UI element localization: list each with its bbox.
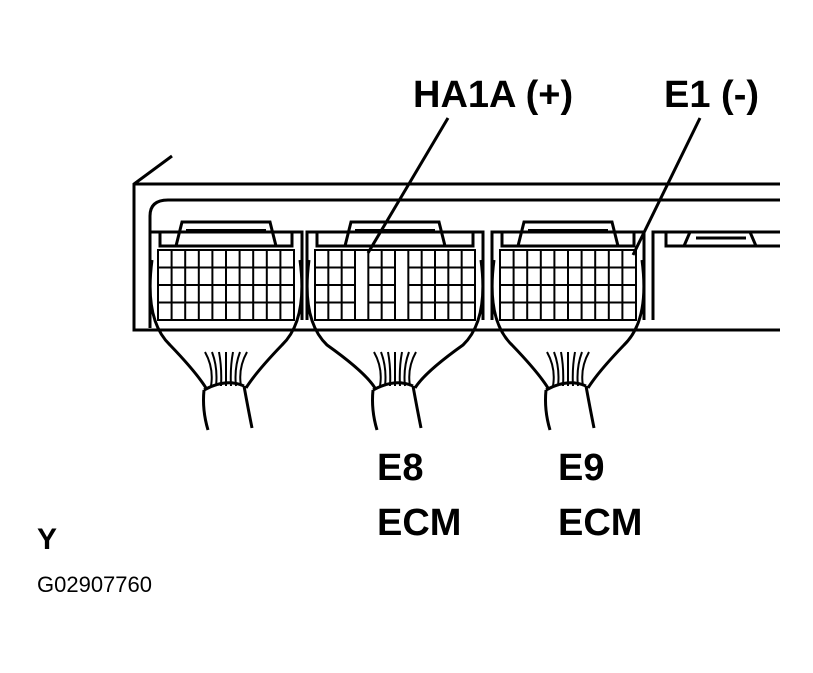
connector-e9 xyxy=(490,220,646,431)
leader-ha1a xyxy=(366,117,450,254)
figure-code: G02907760 xyxy=(37,572,152,597)
connector-left xyxy=(148,220,304,431)
e8-connector-label: E8 xyxy=(377,447,424,489)
e9-part-label: ECM xyxy=(558,502,643,544)
connector-group xyxy=(148,220,646,431)
leader-lines xyxy=(366,117,702,256)
e1-terminal-label: E1 (-) xyxy=(664,74,759,116)
partial-connector-right xyxy=(651,230,780,320)
e8-part-label: ECM xyxy=(377,502,462,544)
connector-e8 xyxy=(305,220,485,431)
view-label: Y xyxy=(37,523,58,556)
ha1a-terminal-label: HA1A (+) xyxy=(413,74,574,116)
ecm-housing xyxy=(132,154,780,332)
leader-e1 xyxy=(631,117,702,256)
e9-connector-label: E9 xyxy=(558,447,605,489)
